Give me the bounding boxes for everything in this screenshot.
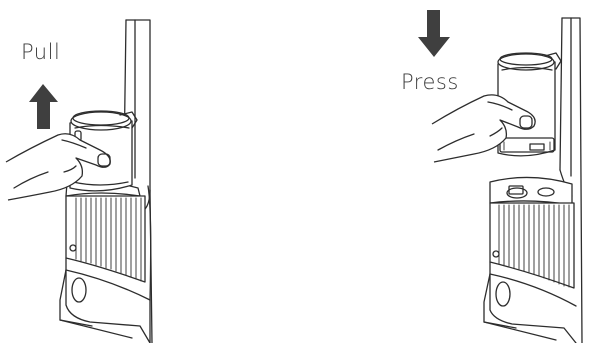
press-label: Press — [401, 70, 459, 94]
arrow-down-icon — [418, 10, 450, 57]
pull-step — [6, 20, 152, 343]
arrow-up-icon — [29, 84, 58, 129]
press-step — [418, 10, 582, 343]
pull-label: Pull — [21, 40, 60, 64]
